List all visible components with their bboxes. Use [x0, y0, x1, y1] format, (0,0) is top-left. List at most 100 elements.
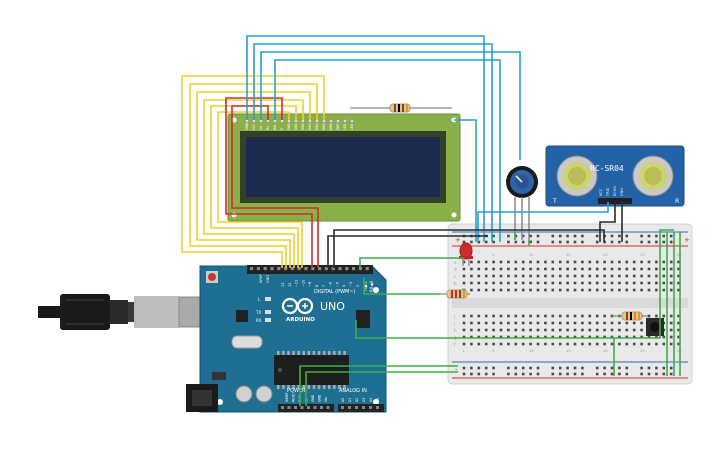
breadboard-hole [640, 328, 643, 332]
breadboard-hole [507, 260, 510, 264]
breadboard-hole [477, 274, 481, 278]
breadboard-hole [573, 342, 577, 346]
rail-hole [603, 372, 606, 376]
breadboard-hole [566, 321, 569, 325]
breadboard-hole [558, 288, 562, 292]
breadboard-hole [514, 321, 518, 325]
breadboard-hole [558, 314, 562, 318]
header-pin [345, 267, 349, 271]
column-number: 20 [603, 349, 607, 353]
breadboard-hole [492, 321, 495, 325]
breadboard-hole [551, 288, 555, 292]
rail-hole [514, 240, 518, 244]
breadboard-hole [618, 281, 621, 285]
header-pin [307, 406, 310, 409]
breadboard-hole [662, 335, 666, 339]
header-pin [358, 267, 362, 271]
breadboard-hole [536, 314, 540, 318]
breadboard-hole [581, 281, 584, 285]
rail-hole [662, 366, 666, 370]
breadboard-hole [544, 342, 547, 346]
rail-hole [507, 234, 510, 238]
rail-hole [581, 234, 584, 238]
sensor-pin-label: GND [620, 188, 624, 196]
mount-hole [373, 399, 379, 405]
breadboard-hole [618, 328, 621, 332]
rail-hole [573, 234, 577, 238]
rail-hole [470, 372, 473, 376]
rail-hole [558, 234, 562, 238]
column-number: 10 [529, 253, 533, 257]
breadboard-hole [610, 260, 614, 264]
breadboard-hole [477, 328, 481, 332]
lcd-pin-label: DB7 [336, 123, 340, 130]
rail-hole [647, 240, 651, 244]
lcd-pin [335, 118, 341, 124]
breadboard-hole [484, 335, 488, 339]
chip-leg [287, 385, 290, 389]
chip-leg [302, 351, 305, 355]
potentiometer [506, 166, 538, 240]
rail-hole [573, 240, 577, 244]
breadboard-hole [566, 328, 569, 332]
breadboard-hole [529, 274, 532, 278]
chip-leg [307, 351, 311, 355]
breadboard-hole [507, 314, 510, 318]
breadboard-hole [581, 314, 584, 318]
power-label: POWER [287, 388, 306, 394]
breadboard: + + - abcdefghij 11551010151520202525303… [447, 223, 693, 385]
breadboard-hole [470, 260, 473, 264]
column-number: 5 [492, 349, 494, 353]
breadboard-hole [573, 260, 577, 264]
breadboard-hole [462, 335, 466, 339]
sensor-header [598, 198, 632, 204]
chip-leg [282, 385, 285, 389]
breadboard-hole [610, 288, 614, 292]
breadboard-hole [558, 335, 562, 339]
breadboard-hole [588, 274, 592, 278]
rail-hole [529, 366, 532, 370]
column-number: 10 [529, 349, 533, 353]
breadboard-hole [647, 288, 651, 292]
breadboard-hole [647, 267, 651, 271]
breadboard-hole [551, 328, 555, 332]
rail-hole [581, 372, 584, 376]
breadboard-hole [477, 314, 481, 318]
row-letter: f [454, 342, 456, 347]
header-pin [376, 406, 379, 409]
rail-hole [647, 372, 651, 376]
breadboard-hole [566, 274, 569, 278]
chip-leg [322, 351, 326, 355]
chip-leg [328, 351, 331, 355]
power-pin-label: RESET [292, 392, 296, 402]
breadboard-hole [514, 328, 518, 332]
header-pin [287, 406, 291, 409]
breadboard-hole [677, 288, 680, 292]
analog-pin-label: A1 [348, 398, 352, 402]
header-pin [281, 406, 284, 409]
rail-hole [573, 372, 577, 376]
breadboard-hole [588, 328, 592, 332]
digital-pin-label: ~9 [308, 282, 312, 287]
header-pin [300, 406, 304, 409]
breadboard-hole [544, 321, 547, 325]
breadboard-hole [477, 267, 481, 271]
breadboard-hole [588, 321, 592, 325]
header-pin [304, 267, 308, 271]
breadboard-hole [588, 281, 592, 285]
lcd-pin-label: DB1 [294, 123, 298, 130]
breadboard-hole [603, 314, 606, 318]
breadboard-hole [551, 314, 555, 318]
reset-button-cap[interactable] [208, 273, 216, 281]
rail-hole [492, 234, 495, 238]
breadboard-hole [477, 260, 481, 264]
breadboard-hole [573, 321, 577, 325]
rail-hole [536, 240, 540, 244]
breadboard-hole [507, 342, 510, 346]
header-pin [297, 267, 301, 271]
lcd-pin-label: LED [343, 123, 347, 130]
breadboard-hole [529, 321, 532, 325]
push-button[interactable] [646, 318, 664, 336]
mount-hole [373, 287, 379, 293]
breadboard-hole [669, 328, 673, 332]
